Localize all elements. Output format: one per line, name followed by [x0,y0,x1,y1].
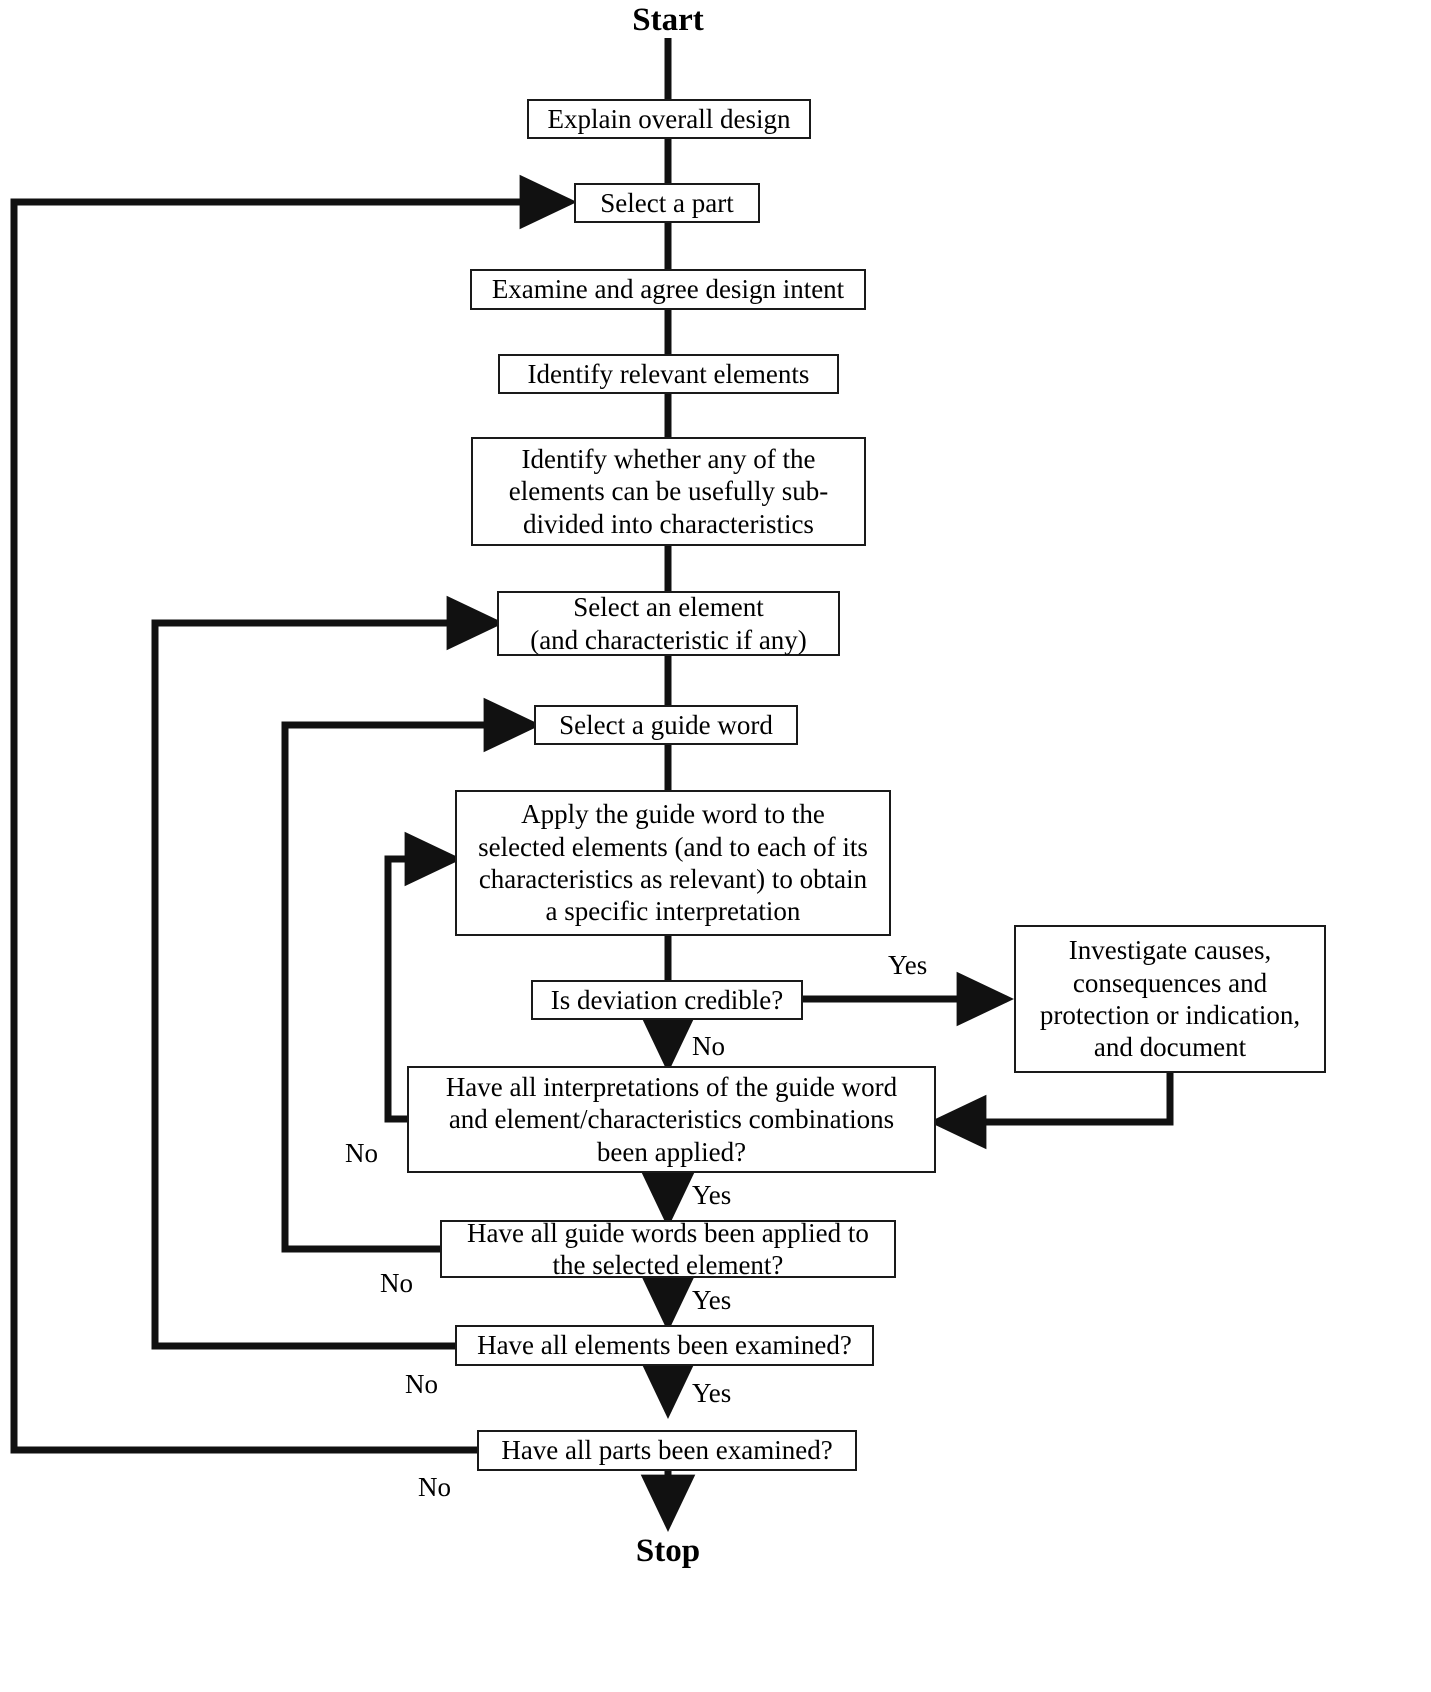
node-have-all-guide-words[interactable]: Have all guide words been applied to the… [440,1218,896,1280]
terminal-start: Start [632,1,704,38]
node-explain-overall-design[interactable]: Explain overall design [527,99,811,139]
terminal-stop: Stop [635,1532,701,1569]
edge-label-elements-yes: Yes [692,1378,732,1408]
node-apply-guide-word[interactable]: Apply the guide word to the selected ele… [455,790,891,936]
edge-label-guidewords-yes: Yes [692,1285,732,1315]
node-select-a-part[interactable]: Select a part [574,183,760,223]
edge-investigate-to-interpretations [928,1073,1174,1150]
edge-label-deviation-yes: Yes [888,950,928,980]
node-have-all-interpretations[interactable]: Have all interpretations of the guide wo… [407,1066,936,1173]
node-identify-subdivide[interactable]: Identify whether any of the elements can… [471,437,866,546]
edge-label-deviation-no: No [692,1031,725,1061]
node-examine-and-agree-design-intent[interactable]: Examine and agree design intent [470,269,866,310]
node-identify-relevant-elements[interactable]: Identify relevant elements [498,354,839,394]
node-have-all-elements[interactable]: Have all elements been examined? [455,1325,874,1366]
edge-label-guidewords-no: No [380,1268,413,1298]
node-investigate-causes[interactable]: Investigate causes, consequences and pro… [1014,925,1326,1073]
edge-label-interpretations-no: No [345,1138,378,1168]
node-select-a-guide-word[interactable]: Select a guide word [534,705,798,745]
node-select-an-element[interactable]: Select an element (and characteristic if… [497,591,840,656]
node-have-all-parts[interactable]: Have all parts been examined? [477,1430,857,1471]
edge-label-parts-no: No [418,1472,451,1502]
edge-label-elements-no: No [405,1369,438,1399]
edge-label-interpretations-yes: Yes [692,1180,732,1210]
node-is-deviation-credible[interactable]: Is deviation credible? [531,980,803,1020]
